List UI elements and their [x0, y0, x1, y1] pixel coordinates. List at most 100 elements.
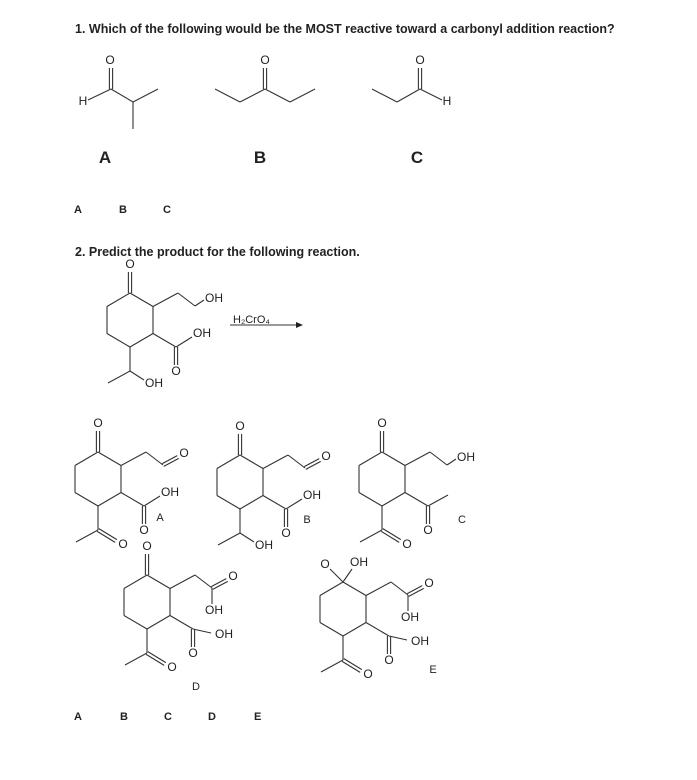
atom-label-oh: OH [145, 376, 163, 390]
bond [371, 88, 398, 103]
bond [319, 622, 344, 637]
structure-label-c: C [411, 148, 423, 167]
q1-option-c[interactable]: C [163, 204, 171, 216]
product-label-a: A [156, 512, 164, 524]
bond [381, 492, 406, 507]
bond [129, 370, 145, 381]
bond [289, 88, 316, 103]
bond [110, 88, 134, 103]
atom-label-o: O [118, 537, 127, 551]
atom-label-oh: OH [193, 326, 211, 340]
bond [129, 292, 154, 307]
bond [305, 460, 322, 470]
q1-option-b[interactable]: B [119, 204, 127, 216]
bond [303, 458, 320, 468]
bond [146, 574, 171, 589]
arrow-head [296, 322, 303, 328]
bond [342, 581, 367, 596]
bond [382, 528, 402, 541]
atom-label-oh: OH [161, 485, 179, 499]
atom-label-oh: OH [255, 538, 273, 552]
q2-option-b[interactable]: B [120, 711, 128, 723]
bond [120, 492, 145, 507]
bond [262, 454, 289, 469]
bond [169, 574, 196, 589]
bond [143, 495, 161, 507]
bond [214, 88, 241, 103]
atom-label-o: O [188, 646, 197, 660]
bond [216, 454, 241, 469]
bond [381, 451, 406, 466]
atom-label-o: O [281, 526, 290, 540]
bond [427, 494, 449, 507]
atom-label-o: O [402, 537, 411, 551]
bond [96, 530, 116, 543]
q2-option-a[interactable]: A [74, 711, 82, 723]
bond [152, 333, 177, 348]
bond [217, 532, 241, 546]
atom-label-oh: OH [205, 603, 223, 617]
bond [358, 492, 383, 507]
bond [106, 292, 131, 307]
q2-option-c[interactable]: C [164, 711, 172, 723]
q2-option-d[interactable]: D [208, 711, 216, 723]
bond [97, 492, 122, 507]
bond [74, 492, 99, 507]
atom-label-o: O [179, 446, 188, 460]
bond [342, 622, 367, 637]
atom-label-h: H [443, 94, 452, 108]
bond [262, 495, 287, 510]
bond [169, 615, 194, 630]
atom-label-o: O [423, 523, 432, 537]
bond [175, 336, 193, 348]
bond [287, 454, 306, 469]
question-1-text: 1. Which of the following would be the M… [75, 22, 615, 36]
bond [446, 458, 457, 466]
atom-label-o: O [320, 557, 329, 571]
atom-label-oh: OH [205, 291, 223, 305]
bond [365, 622, 390, 637]
bond [129, 333, 154, 348]
atom-label-o: O [415, 53, 424, 67]
bond [194, 299, 205, 307]
bond [123, 615, 148, 630]
atom-label-o: O [93, 416, 102, 430]
atom-label-o: O [142, 539, 151, 553]
bond [147, 651, 167, 664]
bond [388, 635, 408, 641]
atom-label-oh: OH [457, 450, 475, 464]
bond [74, 451, 99, 466]
bond [97, 451, 122, 466]
bond [132, 88, 159, 103]
bond [408, 587, 425, 597]
product-label-c: C [458, 514, 466, 526]
bond [396, 88, 421, 103]
bond [87, 88, 112, 101]
atom-label-o: O [171, 364, 180, 378]
q2-option-e[interactable]: E [254, 711, 262, 723]
bond [212, 580, 229, 590]
bond [343, 658, 363, 671]
q1-option-a[interactable]: A [74, 204, 82, 216]
atom-label-o: O [125, 257, 134, 271]
bond [194, 574, 213, 589]
bond [239, 495, 264, 510]
atom-label-o: O [235, 419, 244, 433]
bond [145, 451, 164, 466]
atom-label-oh: OH [303, 488, 321, 502]
bond [75, 529, 99, 543]
atom-label-oh: OH [401, 610, 419, 624]
bond [163, 457, 180, 467]
bond [319, 581, 344, 596]
bond [342, 568, 353, 583]
atom-label-oh: OH [350, 555, 368, 569]
bond [329, 568, 344, 583]
bond [123, 574, 148, 589]
atom-label-oh: OH [215, 627, 233, 641]
bond [406, 585, 423, 595]
bond [161, 455, 178, 465]
bond [320, 659, 344, 673]
bond [216, 495, 241, 510]
